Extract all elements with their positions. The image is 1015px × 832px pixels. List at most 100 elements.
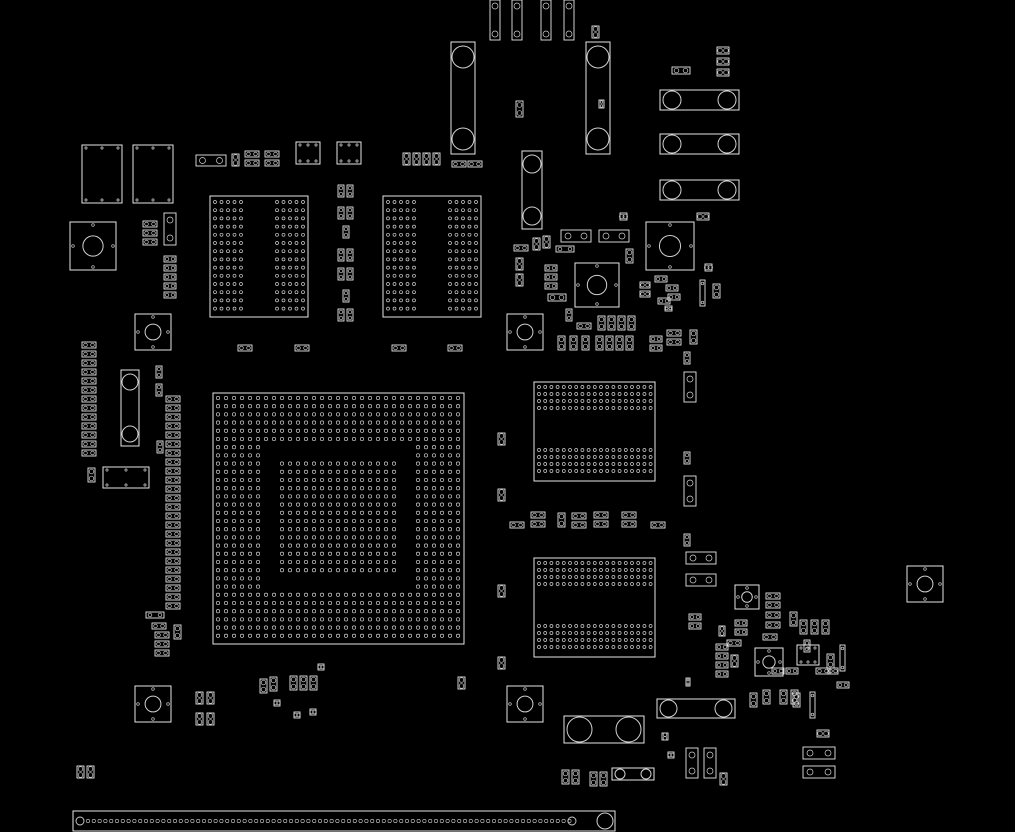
passive-pad-icon	[156, 440, 164, 454]
passive-pad-icon	[565, 308, 573, 322]
passive-pad-icon	[789, 611, 798, 627]
passive-pad-icon	[145, 611, 165, 619]
passive-pad-icon	[826, 653, 835, 669]
passive-pad-icon	[81, 341, 97, 349]
ic-footprint-icon	[796, 644, 820, 666]
passive-pad-icon	[726, 639, 742, 647]
passive-pad-icon	[76, 765, 85, 779]
passive-pad-icon	[667, 293, 681, 301]
passive-pad-icon	[576, 322, 592, 330]
passive-pad-icon	[497, 656, 506, 670]
passive-pad-icon	[165, 521, 181, 529]
passive-pad-icon	[309, 675, 318, 691]
passive-pad-icon	[555, 245, 575, 253]
passive-pad-icon	[591, 25, 600, 39]
passive-pad-icon	[715, 661, 729, 669]
passive-pad-icon	[809, 691, 816, 719]
passive-pad-icon	[81, 431, 97, 439]
passive-pad-icon	[489, 0, 501, 41]
passive-pad-icon	[666, 338, 682, 346]
passive-pad-icon	[165, 530, 181, 538]
passive-pad-icon	[779, 689, 788, 705]
passive-pad-icon	[165, 440, 181, 448]
passive-pad-icon	[696, 212, 710, 221]
passive-pad-icon	[293, 711, 301, 719]
passive-pad-icon	[294, 344, 310, 352]
passive-pad-icon	[730, 654, 739, 668]
passive-pad-icon	[81, 440, 97, 448]
passive-pad-icon	[569, 335, 578, 351]
passive-pad-icon	[86, 765, 95, 779]
passive-pad-icon	[165, 539, 181, 547]
passive-pad-icon	[719, 772, 728, 786]
passive-pad-icon	[734, 628, 748, 636]
passive-pad-icon	[165, 467, 181, 475]
ic-footprint-icon	[336, 141, 362, 165]
passive-pad-icon	[195, 691, 204, 705]
passive-pad-icon	[447, 344, 463, 352]
memory-ic-footprint-icon	[533, 557, 656, 658]
passive-pad-icon	[657, 297, 671, 305]
passive-pad-icon	[317, 663, 325, 671]
passive-pad-icon	[718, 625, 726, 637]
passive-pad-icon	[667, 751, 675, 759]
passive-pad-icon	[259, 678, 268, 694]
passive-pad-icon	[81, 395, 97, 403]
passive-pad-icon	[165, 557, 181, 565]
passive-pad-icon	[467, 160, 483, 168]
passive-pad-icon	[650, 521, 666, 529]
passive-pad-icon	[521, 150, 543, 230]
passive-pad-icon	[716, 68, 730, 77]
passive-pad-icon	[206, 712, 215, 726]
passive-pad-icon	[412, 152, 421, 166]
passive-pad-icon	[155, 365, 163, 379]
passive-pad-icon	[599, 771, 608, 787]
passive-pad-icon	[244, 159, 260, 167]
passive-pad-icon	[792, 692, 801, 708]
passive-pad-icon	[688, 613, 702, 621]
passive-pad-icon	[165, 449, 181, 457]
passive-pad-icon	[683, 351, 691, 365]
passive-pad-icon	[163, 291, 177, 299]
passive-pad-icon	[337, 308, 345, 322]
bga-main-ic-footprint-icon	[212, 392, 465, 645]
passive-pad-icon	[264, 150, 280, 158]
passive-pad-icon	[165, 413, 181, 421]
passive-pad-icon	[264, 159, 280, 167]
passive-pad-icon	[771, 667, 785, 675]
memory-ic-footprint-icon	[209, 195, 309, 318]
passive-pad-icon	[155, 383, 163, 397]
mounting-hole-icon	[906, 565, 944, 603]
passive-pad-icon	[659, 179, 740, 201]
ic-footprint-icon	[295, 141, 321, 165]
passive-pad-icon	[607, 315, 616, 331]
memory-ic-footprint-icon	[382, 195, 482, 318]
passive-pad-icon	[151, 622, 167, 630]
passive-pad-icon	[703, 747, 717, 779]
passive-pad-icon	[762, 689, 771, 705]
passive-pad-icon	[839, 644, 846, 672]
passive-pad-icon	[659, 89, 740, 111]
passive-pad-icon	[615, 335, 624, 351]
passive-pad-icon	[337, 248, 345, 262]
passive-pad-icon	[450, 41, 476, 155]
passive-pad-icon	[81, 377, 97, 385]
passive-pad-icon	[762, 633, 778, 641]
passive-pad-icon	[81, 413, 97, 421]
passive-pad-icon	[273, 699, 281, 707]
passive-pad-icon	[165, 485, 181, 493]
passive-pad-icon	[704, 263, 713, 272]
passive-pad-icon	[206, 691, 215, 705]
passive-pad-icon	[639, 290, 651, 298]
passive-pad-icon	[530, 511, 546, 519]
passive-pad-icon	[827, 667, 839, 675]
passive-pad-icon	[337, 184, 345, 198]
passive-pad-icon	[299, 675, 308, 691]
passive-pad-icon	[656, 698, 736, 719]
passive-pad-icon	[689, 329, 698, 345]
passive-pad-icon	[563, 715, 645, 744]
passive-pad-icon	[81, 422, 97, 430]
passive-pad-icon	[649, 344, 663, 352]
passive-pad-icon	[142, 229, 158, 237]
passive-pad-icon	[530, 520, 546, 528]
